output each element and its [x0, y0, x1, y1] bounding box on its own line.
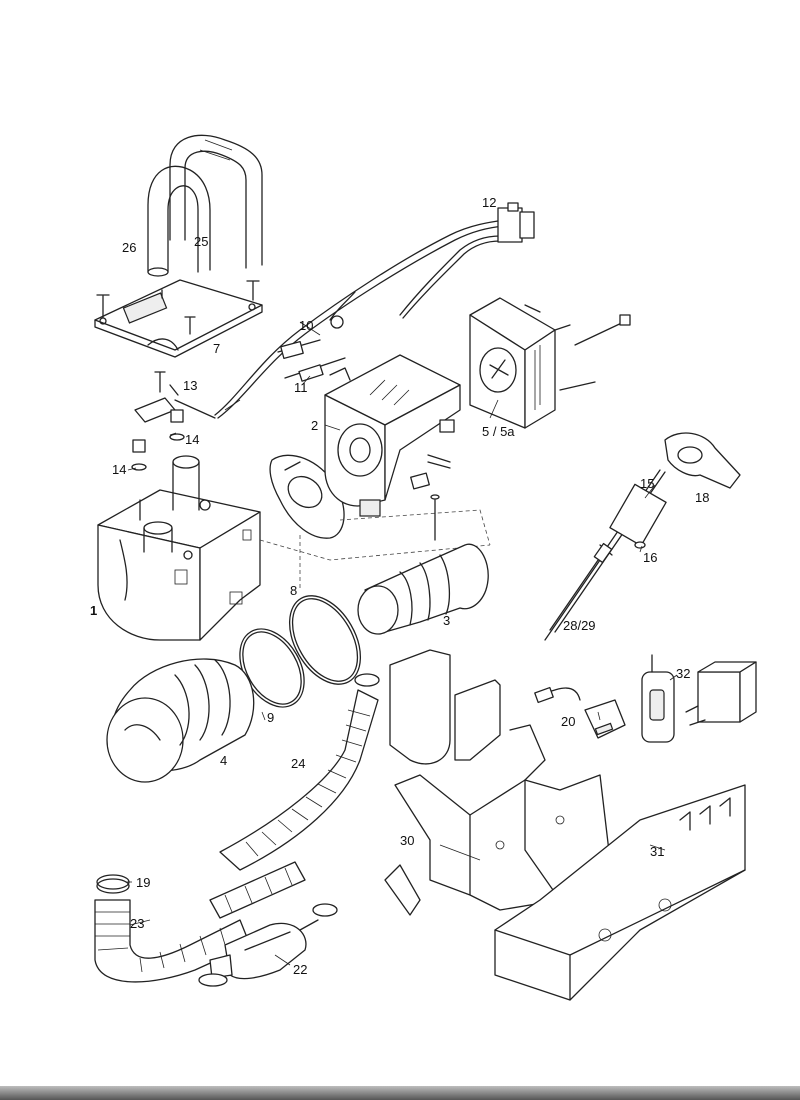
callout-22: 22	[293, 962, 307, 977]
callout-31: 31	[650, 844, 664, 859]
blower-screws	[524, 304, 631, 391]
callout-5-5a: 5 / 5a	[482, 424, 515, 439]
plate-screws	[96, 280, 260, 335]
callout-25: 25	[194, 234, 208, 249]
callout-9: 9	[267, 710, 274, 725]
clamp-19	[96, 874, 130, 894]
bottom-border-bar	[0, 1086, 800, 1100]
callout-4: 4	[220, 753, 227, 768]
controller-20	[534, 686, 626, 739]
burner-head-2	[324, 354, 461, 517]
flex-hose-24	[219, 673, 380, 871]
callout-32: 32	[676, 666, 690, 681]
screw-14-left	[131, 439, 147, 471]
fuel-line-28-29	[544, 542, 613, 641]
silencer-4	[106, 658, 255, 783]
heat-exchanger-1	[97, 455, 261, 641]
callout-7: 7	[213, 341, 220, 356]
u-hose-26	[147, 165, 211, 277]
callout-2: 2	[311, 418, 318, 433]
callout-16: 16	[643, 550, 657, 565]
burner-screws	[410, 419, 455, 490]
u-hose-25	[169, 134, 263, 269]
callout-30: 30	[400, 833, 414, 848]
combustion-tube-3	[357, 494, 489, 635]
callout-1: 1	[90, 603, 97, 618]
callout-3: 3	[443, 613, 450, 628]
wiring-harness-12	[214, 202, 535, 419]
callout-14-left: 14	[112, 462, 126, 477]
callout-18: 18	[695, 490, 709, 505]
alignment-lines	[259, 509, 491, 590]
screw-14-right	[169, 409, 185, 441]
callout-20: 20	[561, 714, 575, 729]
callout-12: 12	[482, 195, 496, 210]
callout-28-29: 28/29	[563, 618, 596, 633]
callout-24: 24	[291, 756, 305, 771]
mounting-plate-7	[94, 279, 263, 358]
exhaust-silencer-22	[198, 903, 338, 987]
callout-15: 15	[640, 476, 654, 491]
callout-19: 19	[136, 875, 150, 890]
callout-10: 10	[299, 318, 313, 333]
callout-8: 8	[290, 583, 297, 598]
callout-13: 13	[183, 378, 197, 393]
cover-tray-31	[494, 784, 746, 1001]
leader-lines	[126, 321, 678, 966]
sensor-10-11	[277, 291, 356, 382]
callout-26: 26	[122, 240, 136, 255]
callout-11: 11	[294, 380, 308, 395]
cover-plate	[389, 649, 501, 765]
blower-housing-5	[469, 297, 556, 429]
callout-23: 23	[130, 916, 144, 931]
ring-8	[288, 595, 362, 685]
callout-labels: 1 2 3 4 5 / 5a 7 8 9 10 11 12 13 14 14 1…	[90, 195, 709, 977]
bracket-18	[664, 432, 741, 489]
callout-14-right: 14	[185, 432, 199, 447]
control-unit-32	[641, 654, 757, 743]
